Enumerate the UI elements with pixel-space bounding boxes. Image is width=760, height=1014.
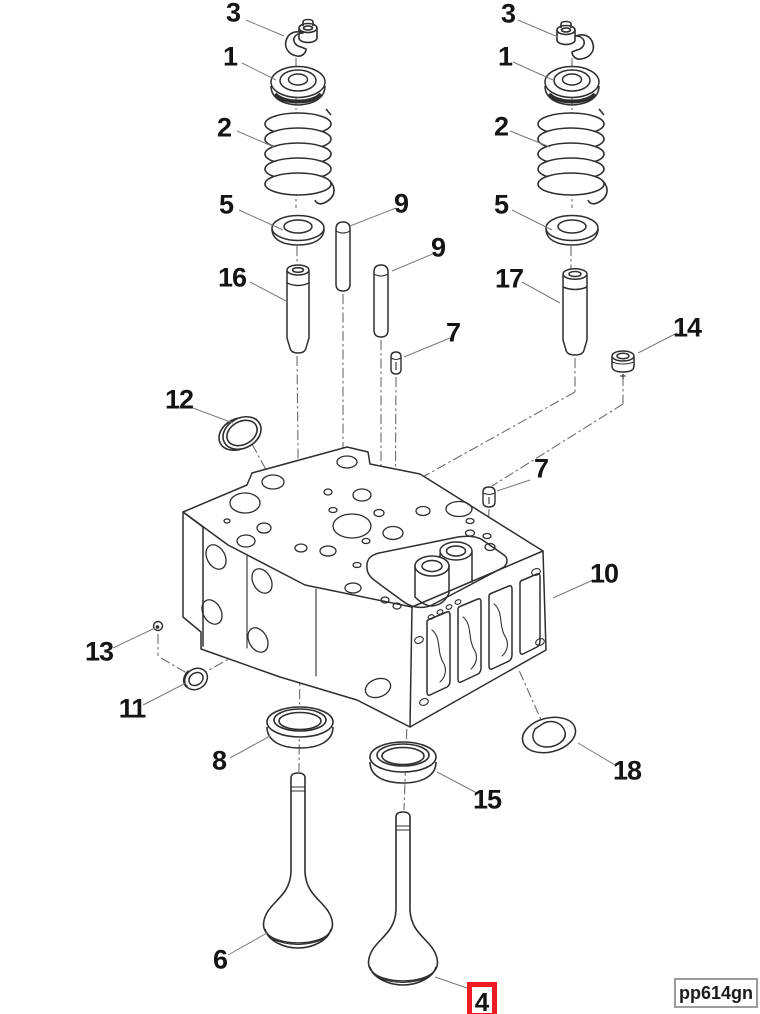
part-callout[interactable]: 9 <box>393 188 409 219</box>
part-15-valve-seat <box>369 741 437 784</box>
part-9-pin-b <box>373 264 389 338</box>
part-4-valve <box>367 811 439 986</box>
part-5-stem-seal-left <box>271 214 325 246</box>
highlighted-part-number: 4 <box>474 987 490 1014</box>
part-18-cover-plug <box>521 716 577 754</box>
part-callout[interactable]: 3 <box>225 0 241 28</box>
part-3-valve-keeper-left <box>284 18 318 57</box>
part-11-seal-ring <box>182 667 209 691</box>
part-callout[interactable]: 7 <box>533 453 549 484</box>
part-2-valve-spring-left <box>264 108 335 205</box>
part-callout[interactable]: 6 <box>212 944 228 975</box>
part-callout[interactable]: 5 <box>218 189 234 220</box>
part-callout[interactable]: 7 <box>445 317 461 348</box>
part-7-pin-a <box>390 351 402 375</box>
part-14-plug <box>611 350 635 379</box>
part-2-valve-spring-right <box>537 108 608 205</box>
part-12-cup-plug <box>218 415 262 452</box>
drawing-code-label: pp614gn <box>678 983 753 1003</box>
part-16-valve-guide <box>286 264 310 354</box>
part-7-pin-b <box>482 486 496 508</box>
part-9-pin-a <box>335 221 351 292</box>
part-callout[interactable]: 16 <box>217 262 247 293</box>
highlighted-callout-box[interactable]: 4 <box>467 982 497 1014</box>
part-13-ball <box>152 620 164 632</box>
part-10-cylinder-head <box>182 446 547 728</box>
part-callout[interactable]: 17 <box>494 263 524 294</box>
part-callout[interactable]: 1 <box>497 41 513 72</box>
part-callout[interactable]: 15 <box>472 784 502 815</box>
part-callout[interactable]: 11 <box>118 693 147 724</box>
part-3-valve-keeper-right <box>556 20 595 60</box>
part-1-spring-retainer-left <box>270 65 326 106</box>
drawing-code-box: pp614gn <box>674 978 758 1008</box>
part-callout[interactable]: 10 <box>589 558 619 589</box>
part-callout[interactable]: 5 <box>493 189 509 220</box>
part-callout[interactable]: 9 <box>430 232 446 263</box>
part-6-valve <box>262 772 334 949</box>
part-callout[interactable]: 8 <box>211 745 227 776</box>
part-callout[interactable]: 18 <box>612 755 642 786</box>
part-callout[interactable]: 2 <box>493 111 509 142</box>
part-callout[interactable]: 12 <box>164 384 194 415</box>
part-8-valve-seat <box>266 706 334 749</box>
part-17-valve-guide <box>562 268 588 356</box>
part-callout[interactable]: 14 <box>672 312 702 343</box>
part-callout[interactable]: 1 <box>222 41 238 72</box>
part-1-spring-retainer-right <box>544 65 600 106</box>
leader-lines <box>112 19 678 989</box>
part-callout[interactable]: 3 <box>500 0 516 29</box>
part-5-stem-seal-right <box>545 214 599 246</box>
part-callout[interactable]: 13 <box>84 636 114 667</box>
part-callout[interactable]: 2 <box>216 112 232 143</box>
